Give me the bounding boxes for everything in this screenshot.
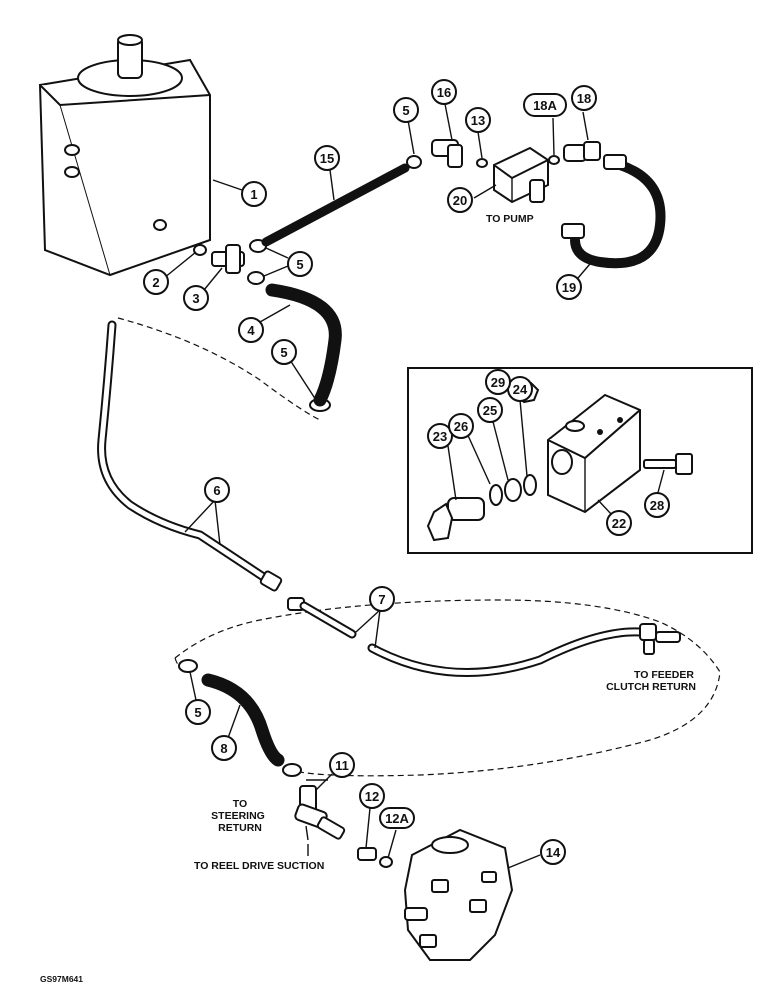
callout-label: 26 — [454, 419, 468, 434]
callout-13: 13 — [465, 107, 491, 133]
callout-label: 18 — [577, 91, 591, 106]
callout-label: 5 — [402, 103, 409, 118]
callout-15: 15 — [314, 145, 340, 171]
callout-label: 1 — [250, 187, 257, 202]
callout-25: 25 — [477, 397, 503, 423]
callout-label: 23 — [433, 429, 447, 444]
callout-26: 26 — [448, 413, 474, 439]
callout-label: 22 — [612, 516, 626, 531]
callout-label: 16 — [437, 85, 451, 100]
callout-label: 28 — [650, 498, 664, 513]
callout-label: 12 — [365, 789, 379, 804]
leader-lines — [163, 103, 665, 869]
callout-6: 6 — [204, 477, 230, 503]
figure-code: GS97M641 — [40, 974, 83, 984]
tube-7 — [287, 597, 681, 677]
callout-28: 28 — [644, 492, 670, 518]
callout-12a: 12A — [379, 807, 415, 829]
reservoir-tank — [38, 34, 211, 277]
to-steering-label-line2: STEERING — [211, 810, 265, 822]
callout-8: 8 — [211, 735, 237, 761]
callout-22: 22 — [606, 510, 632, 536]
inset-detail-box — [407, 367, 753, 554]
to-steering-label-line1: TO — [233, 798, 247, 810]
callout-5: 5 — [271, 339, 297, 365]
fitting-11 — [294, 785, 393, 868]
to-pump-label: TO PUMP — [486, 213, 534, 225]
callout-5: 5 — [287, 251, 313, 277]
callout-label: 14 — [546, 845, 561, 860]
callout-12: 12 — [359, 783, 385, 809]
callout-label: 5 — [296, 257, 303, 272]
callout-label: 15 — [320, 151, 334, 166]
callout-label: 11 — [335, 758, 349, 773]
callout-5: 5 — [393, 97, 419, 123]
callout-14: 14 — [540, 839, 566, 865]
callout-label: 4 — [247, 323, 255, 338]
tube-6 — [97, 320, 283, 592]
callout-label: 20 — [453, 193, 467, 208]
callout-label: 6 — [213, 483, 220, 498]
tee-fitting — [193, 244, 245, 274]
callout-29: 29 — [485, 369, 511, 395]
callout-label: 25 — [483, 403, 497, 418]
callout-18: 18 — [571, 85, 597, 111]
callout-7: 7 — [369, 586, 395, 612]
callout-24: 24 — [507, 376, 533, 402]
callout-16: 16 — [431, 79, 457, 105]
callout-label: 2 — [152, 275, 159, 290]
callout-label: 29 — [491, 375, 505, 390]
tube-15 — [261, 163, 410, 247]
control-valve-14 — [403, 828, 514, 961]
callout-label: 5 — [194, 705, 201, 720]
to-steering-label-line3: RETURN — [218, 822, 262, 834]
to-feeder-label-line1: TO FEEDER — [634, 669, 694, 681]
callout-18a: 18A — [523, 93, 567, 117]
elbow-fitting — [431, 139, 601, 168]
callout-label: 3 — [192, 291, 199, 306]
callout-label: 24 — [513, 382, 528, 397]
callout-label: 13 — [471, 113, 485, 128]
callout-label: 8 — [220, 741, 227, 756]
to-feeder-label-line2: CLUTCH RETURN — [606, 681, 696, 693]
manifold-block-20 — [493, 146, 560, 204]
callout-label: 18A — [533, 98, 557, 113]
callout-11: 11 — [329, 752, 355, 778]
callout-3: 3 — [183, 285, 209, 311]
to-reel-drive-label: TO REEL DRIVE SUCTION — [194, 860, 324, 872]
callout-label: 5 — [280, 345, 287, 360]
callout-20: 20 — [447, 187, 473, 213]
hose-19 — [561, 154, 666, 269]
callout-19: 19 — [556, 274, 582, 300]
callout-5: 5 — [185, 699, 211, 725]
callout-label: 19 — [562, 280, 576, 295]
callout-4: 4 — [238, 317, 264, 343]
callout-2: 2 — [143, 269, 169, 295]
callout-23: 23 — [427, 423, 453, 449]
hose-4 — [265, 283, 342, 407]
callout-label: 7 — [378, 592, 385, 607]
hose-8 — [178, 659, 302, 777]
callout-1: 1 — [241, 181, 267, 207]
callout-label: 12A — [385, 811, 409, 826]
